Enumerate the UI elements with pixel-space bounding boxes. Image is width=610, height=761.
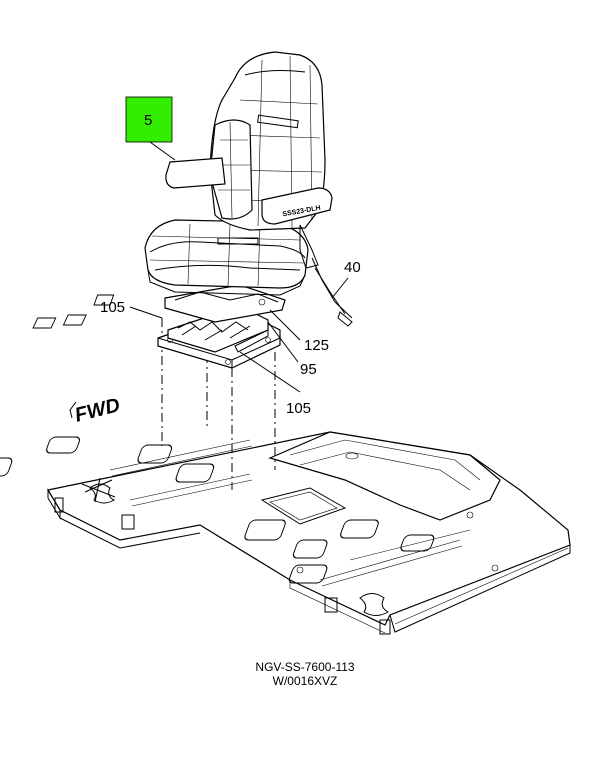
forward-label: FWD [73,394,123,426]
callout-5-highlight-box [125,96,173,143]
callout-40-label: 40 [344,259,361,276]
callout-40-leader [331,277,349,299]
callout-5-leader [149,141,176,161]
forward-arrow-icon [69,401,77,419]
caption-part-number: NGV-SS-7600-113 [255,660,355,674]
callout-40[interactable]: 40 [331,259,361,299]
floor-pan [0,431,571,635]
callout-125[interactable]: 125 [304,337,329,354]
callout-105-bottom[interactable]: 105 [286,400,311,417]
forward-direction-indicator: FWD [69,394,123,427]
caption-config-code: W/0016XVZ [272,674,338,688]
diagram-caption: NGV-SS-7600-113 W/0016XVZ [0,660,610,688]
callout-5-label: 5 [144,112,152,129]
callout-95-label: 95 [300,361,317,378]
seat-back: SSS23-DLH [165,51,353,327]
callout-95[interactable]: 95 [300,361,317,378]
callout-105-bottom-label: 105 [286,400,311,417]
callout-105-top-label: 105 [100,299,125,316]
callout-5[interactable]: 5 [125,96,176,161]
callout-105-top[interactable]: 105 [100,299,163,319]
callout-125-label: 125 [304,337,329,354]
callout-105-top-leader [129,306,163,319]
seat-cushion [144,219,309,296]
floor-pads [0,436,435,584]
